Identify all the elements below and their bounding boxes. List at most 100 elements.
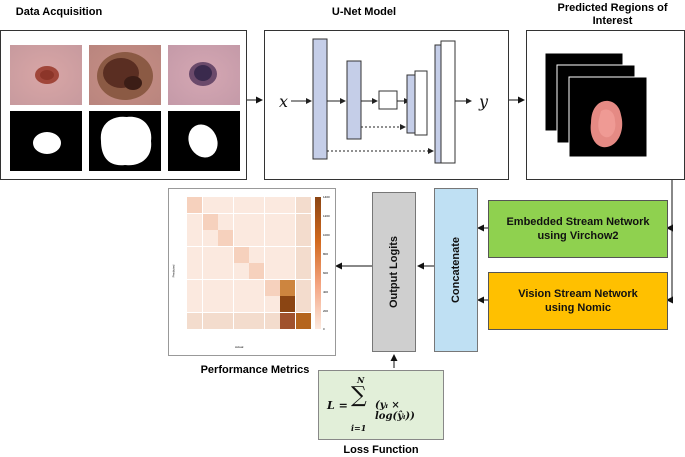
cm-cell: [202, 197, 218, 213]
loss-body: (yᵢ × log(ŷᵢ)): [375, 400, 415, 422]
output-logits-block: Output Logits: [372, 192, 416, 352]
cm-tick-600: 600: [323, 271, 329, 275]
unet-architecture: x y: [279, 38, 489, 164]
cm-cell: [264, 213, 280, 230]
cm-grid: [187, 197, 311, 329]
cm-tick-1200: 1200: [323, 214, 330, 218]
cm-cell: [233, 263, 249, 279]
cm-cell: [249, 296, 264, 312]
cm-cell: [187, 263, 202, 279]
cm-cell: [218, 279, 233, 296]
cm-cell: [218, 213, 233, 230]
output-logits-label: Output Logits: [388, 235, 400, 309]
cm-cell: [280, 279, 295, 296]
concatenate-label: Concatenate: [450, 236, 462, 304]
cm-cell: [295, 197, 311, 213]
cm-cell: [295, 246, 311, 263]
cm-cell: [233, 230, 249, 246]
cm-cell: [280, 312, 295, 329]
data-acquisition-label: Data Acquisition: [15, 6, 103, 18]
cm-cell: [249, 246, 264, 263]
cm-cell: [264, 312, 280, 329]
cm-cell: [233, 279, 249, 296]
loss-sum-lower: i=1: [351, 423, 367, 433]
cm-cell: [295, 213, 311, 230]
cm-cell: [280, 246, 295, 263]
loss-function-label: Loss Function: [343, 444, 419, 456]
cm-tick-200: 200: [323, 309, 329, 313]
cm-cell: [249, 279, 264, 296]
cm-cell: [280, 197, 295, 213]
unet-model-label: U-Net Model: [331, 6, 397, 18]
cm-cell: [280, 213, 295, 230]
cm-cell: [280, 230, 295, 246]
cm-cell: [187, 197, 202, 213]
cm-cell: [202, 230, 218, 246]
cm-cell: [202, 246, 218, 263]
cm-tick-800: 800: [323, 252, 329, 256]
cm-cell: [233, 246, 249, 263]
predicted-roi-label: Predicted Regions of Interest: [557, 2, 668, 27]
cm-cell: [218, 312, 233, 329]
cm-tick-1400: 1400: [323, 195, 330, 199]
cm-cell: [202, 312, 218, 329]
predicted-roi-panel: [526, 30, 685, 180]
embedded-stream-title: Embedded Stream Network: [506, 216, 650, 228]
cm-cell: [280, 296, 295, 312]
cm-cell: [264, 296, 280, 312]
cm-cell: [187, 296, 202, 312]
cm-cell: [249, 197, 264, 213]
unet-panel: x y: [264, 30, 509, 180]
loss-lhs: L =: [327, 399, 348, 412]
cm-cell: [187, 246, 202, 263]
cm-cell: [187, 279, 202, 296]
cm-cell: [249, 312, 264, 329]
cm-cell: [202, 296, 218, 312]
cm-cell: [295, 279, 311, 296]
cm-cell: [233, 296, 249, 312]
cm-cell: [202, 263, 218, 279]
cm-cell: [264, 263, 280, 279]
unet-output-symbol: y: [478, 92, 489, 111]
cm-cell: [249, 230, 264, 246]
cm-cell: [218, 197, 233, 213]
data-acquisition-panel: [0, 30, 247, 180]
cm-cell: [218, 296, 233, 312]
cm-cell: [295, 230, 311, 246]
skin-lesion-images: [10, 45, 240, 171]
cm-cell: [249, 263, 264, 279]
unet-input-symbol: x: [279, 92, 288, 111]
cm-colorbar-ticks: 1400 1200 1000 800 600 400 200 0: [323, 195, 337, 331]
cm-ylabel: Predicted: [171, 264, 176, 278]
cm-cell: [233, 312, 249, 329]
concatenate-block: Concatenate: [434, 188, 478, 352]
cm-cell: [233, 197, 249, 213]
cm-cell: [187, 213, 202, 230]
cm-cell: [295, 312, 311, 329]
cm-xlabel: Actual: [235, 345, 244, 349]
sum-icon: ∑: [351, 383, 367, 408]
cm-cell: [202, 213, 218, 230]
confusion-matrix: Predicted Actual 1400 1200 1000 800 600 …: [168, 188, 336, 356]
cm-cell: [249, 213, 264, 230]
cm-cell: [187, 230, 202, 246]
cm-cell: [295, 296, 311, 312]
loss-function-box: L = N ∑ i=1 (yᵢ × log(ŷᵢ)): [318, 370, 444, 440]
cm-cell: [233, 213, 249, 230]
performance-metrics-label: Performance Metrics: [200, 364, 310, 376]
cm-cell: [264, 230, 280, 246]
cm-cell: [218, 263, 233, 279]
cm-tick-400: 400: [323, 290, 329, 294]
cm-cell: [280, 263, 295, 279]
cm-cell: [202, 279, 218, 296]
cm-cell: [295, 263, 311, 279]
roi-stack: [544, 52, 648, 158]
cm-cell: [218, 230, 233, 246]
cm-cell: [264, 246, 280, 263]
cm-cell: [218, 246, 233, 263]
cm-tick-0: 0: [323, 327, 325, 331]
vision-stream-title: Vision Stream Network: [518, 288, 638, 300]
